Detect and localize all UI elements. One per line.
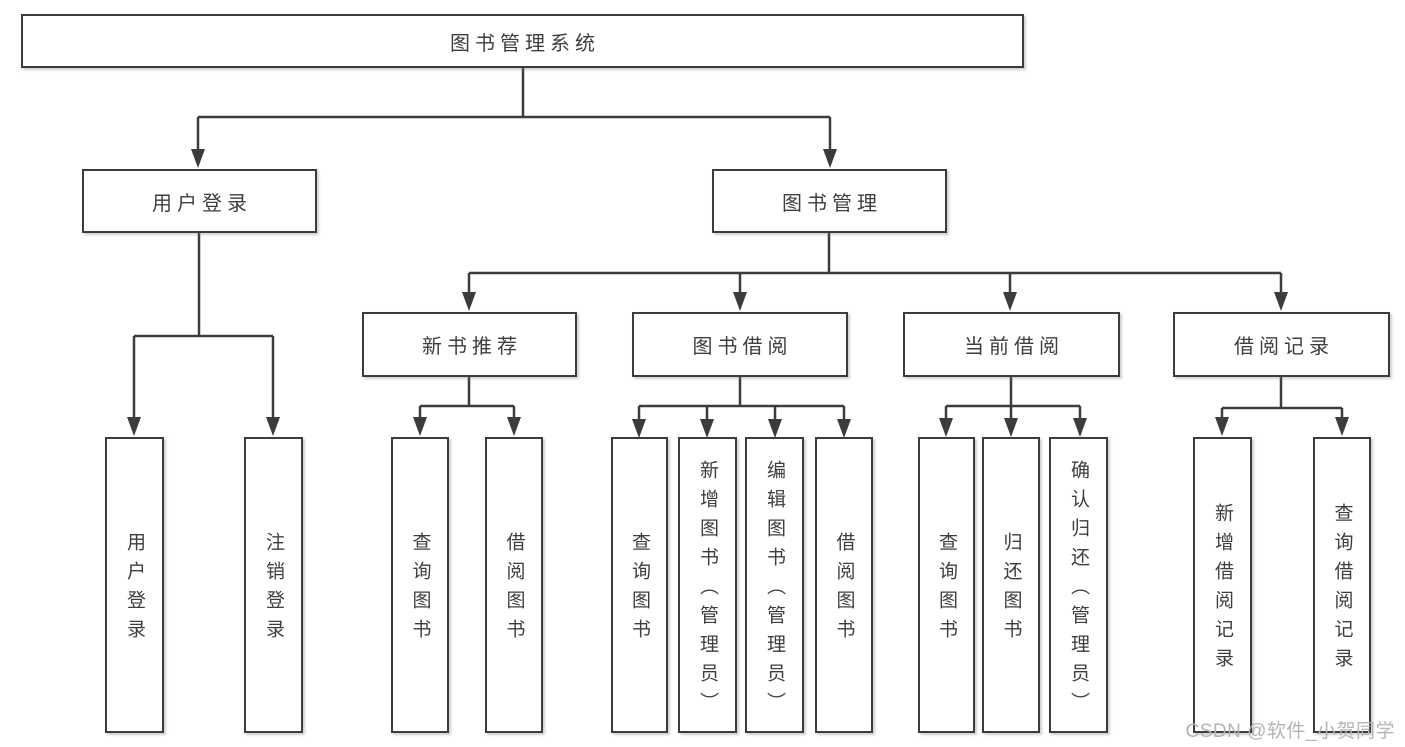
leaf-record-add-record-label: 新增借阅记录 bbox=[1212, 503, 1233, 677]
leaf-newbook-query-book-label: 查询图书 bbox=[409, 532, 431, 648]
leaf-current-return-book-label: 归还图书 bbox=[1000, 532, 1022, 648]
leaf-borrow-edit-book-admin-label: 编辑图书（管理员） bbox=[764, 459, 785, 721]
node-current-borrow: 当前借阅 bbox=[903, 312, 1120, 377]
node-root-label: 图书管理系统 bbox=[450, 32, 600, 55]
node-book-borrow-label: 图书借阅 bbox=[692, 336, 793, 358]
leaf-newbook-query-book: 查询图书 bbox=[391, 437, 449, 733]
leaf-logout: 注销登录 bbox=[244, 437, 303, 733]
node-book-management-label: 图书管理 bbox=[782, 192, 882, 215]
leaf-borrow-edit-book-admin: 编辑图书（管理员） bbox=[745, 437, 804, 733]
node-book-management: 图书管理 bbox=[712, 169, 947, 233]
leaf-borrow-borrow-book-label: 借阅图书 bbox=[833, 532, 855, 648]
leaf-borrow-borrow-book: 借阅图书 bbox=[815, 437, 873, 733]
leaf-user-login-label: 用户登录 bbox=[124, 532, 145, 648]
leaf-current-return-book: 归还图书 bbox=[982, 437, 1040, 733]
node-user-login: 用户登录 bbox=[82, 169, 317, 233]
leaf-current-confirm-return-admin-label: 确认归还（管理员） bbox=[1068, 459, 1089, 721]
node-user-login-label: 用户登录 bbox=[152, 192, 252, 215]
node-new-book-recommend-label: 新书推荐 bbox=[422, 336, 522, 358]
leaf-current-query-book: 查询图书 bbox=[918, 437, 975, 733]
leaf-user-login: 用户登录 bbox=[105, 437, 164, 733]
csdn-watermark: CSDN @软件_小贺同学 bbox=[1185, 721, 1395, 742]
leaf-newbook-borrow-book-label: 借阅图书 bbox=[503, 532, 525, 648]
leaf-borrow-add-book-admin: 新增图书（管理员） bbox=[678, 437, 737, 733]
leaf-borrow-add-book-admin-label: 新增图书（管理员） bbox=[697, 459, 718, 721]
node-root: 图书管理系统 bbox=[21, 14, 1024, 68]
leaf-borrow-query-book: 查询图书 bbox=[611, 437, 668, 733]
leaf-borrow-query-book-label: 查询图书 bbox=[629, 532, 650, 648]
leaf-current-confirm-return-admin: 确认归还（管理员） bbox=[1049, 437, 1108, 733]
leaf-newbook-borrow-book: 借阅图书 bbox=[485, 437, 543, 733]
node-borrow-record: 借阅记录 bbox=[1173, 312, 1390, 377]
leaf-record-add-record: 新增借阅记录 bbox=[1193, 437, 1252, 733]
leaf-current-query-book-label: 查询图书 bbox=[936, 532, 957, 648]
node-new-book-recommend: 新书推荐 bbox=[362, 312, 577, 377]
node-current-borrow-label: 当前借阅 bbox=[964, 336, 1064, 358]
leaf-record-query-record: 查询借阅记录 bbox=[1313, 437, 1371, 733]
leaf-logout-label: 注销登录 bbox=[263, 532, 284, 648]
node-borrow-record-label: 借阅记录 bbox=[1234, 336, 1334, 358]
leaf-record-query-record-label: 查询借阅记录 bbox=[1331, 503, 1353, 677]
node-book-borrow: 图书借阅 bbox=[632, 312, 848, 377]
